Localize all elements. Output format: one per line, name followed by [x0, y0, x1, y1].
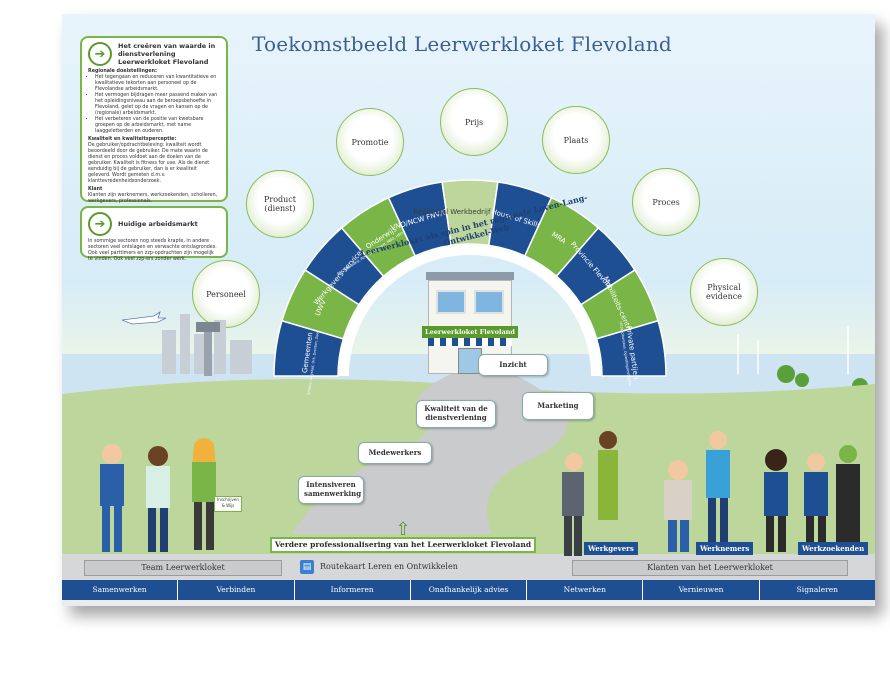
building-sign: Leerwerkloket Flevoland: [422, 326, 518, 338]
tag-werkzoekenden: Werkzoekenden: [798, 542, 869, 555]
airplane-icon: [121, 311, 167, 325]
goal-item: Het vermogen bijdragen meer passend make…: [95, 93, 220, 117]
section-text: De gebruiker/opdrachtbeleving: kwaliteit…: [88, 143, 210, 184]
label-routekaart: Routekaart Leren en Ontwikkelen: [320, 562, 458, 571]
bottom-bar-item: Vernieuwen: [643, 580, 760, 600]
callout-marketing: Marketing: [522, 392, 594, 420]
value-creation-box: ➔ Het creëren van waarde in dienstverlen…: [80, 36, 228, 205]
bottom-bar-item: Verbinden: [178, 580, 295, 600]
person-client-5: [764, 449, 788, 552]
tag-werknemers: Werknemers: [696, 542, 754, 555]
circle-product: Product (dienst): [246, 170, 314, 238]
circle-prijs: Prijs: [440, 88, 508, 156]
person-team-1: [100, 444, 124, 552]
map-icon: ▤: [300, 560, 314, 574]
bottom-bar-item: Signaleren: [759, 580, 875, 600]
person-team-3: [192, 438, 216, 550]
section-head: Klant: [88, 187, 103, 192]
person-client-4: [706, 431, 730, 548]
road-banner: Verdere professionalisering van het Leer…: [270, 537, 536, 553]
person-client-6: [804, 453, 828, 552]
control-tower: [196, 322, 220, 376]
arch-segment: [595, 319, 667, 377]
labour-market-text: In sommige sectoren nog steeds krapte, i…: [88, 239, 217, 262]
bottom-bar-item: Informeren: [294, 580, 411, 600]
label-team: Team Leerwerkloket: [84, 560, 282, 576]
person-team-2: [146, 446, 170, 552]
section-text: Klanten zijn werknemers, werkzoekenden, …: [88, 193, 218, 204]
arch-inner-rim: [339, 245, 601, 377]
people: [100, 431, 860, 556]
value-creation-header: ➔ Het creëren van waarde in dienstverlen…: [88, 42, 220, 66]
arrow-right-icon: ➔: [88, 42, 112, 66]
bottom-bar-item: Samenwerken: [62, 580, 179, 600]
bottom-bar-item: Netwerken: [527, 580, 644, 600]
bottom-bar-item: Onafhankelijk advies: [410, 580, 528, 600]
callout-intensiveren: Intensiveren samenwerking: [298, 476, 364, 504]
goal-item: Het tegengaan en reduceren van kwantitat…: [95, 75, 220, 93]
circle-promotie: Promotie: [336, 108, 404, 176]
label-klanten: Klanten van het Leerwerkloket: [572, 560, 848, 576]
value-creation-text: Regionale doelstellingen: Het tegengaan …: [88, 69, 220, 205]
callout-medewerkers: Medewerkers: [358, 442, 432, 464]
value-creation-title: Het creëren van waarde in dienstverlenin…: [118, 42, 216, 66]
callout-inzicht: Inzicht: [478, 354, 548, 376]
person-client-1: [562, 453, 584, 556]
labour-market-header: ➔ Huidige arbeidsmarkt: [88, 212, 220, 236]
section-head: Regionale doelstellingen:: [88, 69, 157, 74]
windmills: [737, 326, 849, 374]
building-window: [436, 290, 466, 314]
goal-item: Het verbeteren van de positie van kwetsb…: [95, 117, 220, 135]
poster: Toekomstbeeld Leerwerkloket Flevoland ➔ …: [62, 14, 875, 606]
goal-list: Het tegengaan en reduceren van kwantitat…: [88, 75, 220, 135]
person-client-7: [836, 445, 860, 552]
tag-werkgevers: Werkgevers: [584, 542, 638, 555]
callout-kwaliteit: Kwaliteit van de dienstverlening: [416, 400, 496, 428]
building-roof: [426, 272, 514, 280]
bottom-bar: Samenwerken Verbinden Informeren Onafhan…: [62, 580, 875, 600]
circle-plaats: Plaats: [542, 106, 610, 174]
circle-proces: Proces: [632, 168, 700, 236]
circle-physical-evidence: Physical evidence: [690, 258, 758, 326]
poster-title: Toekomstbeeld Leerwerkloket Flevoland: [252, 32, 672, 56]
arch-segment-label: Regionaal Werkbedrijf Flevoland: [414, 208, 527, 216]
section-head: Kwaliteit en kwaliteitsperceptie:: [88, 137, 177, 142]
labour-market-title: Huidige arbeidsmarkt: [118, 220, 198, 228]
up-arrow-icon: ⇧: [395, 519, 411, 540]
labour-market-box: ➔ Huidige arbeidsmarkt In sommige sector…: [80, 206, 228, 262]
person-client-3: [664, 460, 692, 552]
person-client-2: [598, 431, 618, 520]
arrow-right-icon: ➔: [88, 212, 112, 236]
speech-bubble-small: Inschrijven & Wijs: [214, 496, 242, 512]
building-awning: [428, 338, 512, 346]
building-window: [474, 290, 504, 314]
